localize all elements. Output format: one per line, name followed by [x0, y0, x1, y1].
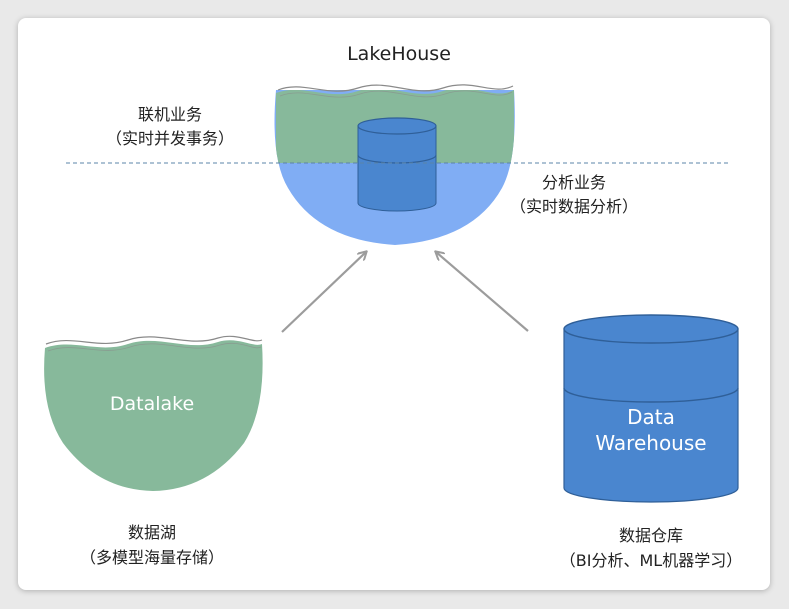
lakehouse-diagram: LakeHouse 联机业务 （实时并发事务） 分析业务 （实时数据分析）: [44, 43, 742, 570]
arrow-warehouse-to-lakehouse: [436, 252, 529, 332]
datalake-inner-label: Datalake: [110, 393, 194, 415]
datalake-sublabel: （多模型海量存储）: [80, 548, 224, 567]
warehouse-inner-label-line2: Warehouse: [595, 431, 706, 455]
lakehouse-cylinder: [357, 117, 437, 212]
warehouse-label: 数据仓库: [619, 526, 683, 545]
oltp-label: 联机业务: [138, 105, 202, 124]
oltp-sublabel: （实时并发事务）: [106, 129, 234, 148]
lakehouse-wave-line: [277, 84, 514, 92]
diagram-card: LakeHouse 联机业务 （实时并发事务） 分析业务 （实时数据分析）: [18, 18, 770, 590]
warehouse-inner-label-line1: Data: [627, 405, 675, 429]
datalake-label: 数据湖: [128, 523, 176, 542]
diagram-title: LakeHouse: [347, 43, 451, 65]
datalake-bowl: Datalake: [44, 335, 263, 491]
warehouse-sublabel: （BI分析、ML机器学习）: [560, 551, 742, 570]
olap-sublabel: （实时数据分析）: [510, 197, 638, 216]
data-warehouse-cylinder: Data Warehouse: [563, 314, 739, 503]
arrow-datalake-to-lakehouse: [281, 252, 366, 333]
lakehouse-bowl: [274, 84, 515, 245]
olap-label: 分析业务: [542, 173, 606, 192]
